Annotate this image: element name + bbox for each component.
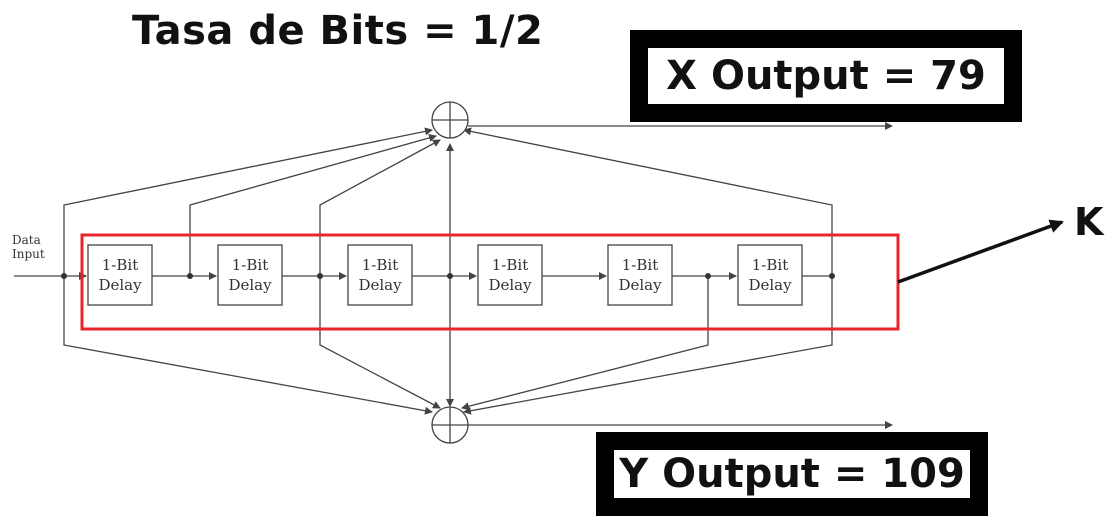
delay-label-top: 1-Bit	[622, 256, 658, 274]
delay-label-top: 1-Bit	[362, 256, 398, 274]
k-arrow	[897, 219, 1064, 284]
xor-bottom	[431, 406, 469, 444]
delay-label-bottom: Delay	[748, 276, 792, 294]
delay-box-6: 1-Bit Delay	[737, 244, 803, 306]
x-output-box: X Output = 79	[630, 30, 1022, 122]
y-output-box: Y Output = 109	[596, 432, 988, 516]
delay-box-4: 1-Bit Delay	[477, 244, 543, 306]
delay-label-bottom: Delay	[98, 276, 142, 294]
delay-label-bottom: Delay	[358, 276, 402, 294]
delay-label-bottom: Delay	[488, 276, 532, 294]
delay-label-top: 1-Bit	[102, 256, 138, 274]
delay-label-top: 1-Bit	[492, 256, 528, 274]
delay-box-3: 1-Bit Delay	[347, 244, 413, 306]
k-label: K	[1074, 200, 1104, 244]
xor-top	[431, 101, 469, 139]
delay-label-top: 1-Bit	[752, 256, 788, 274]
delay-box-5: 1-Bit Delay	[607, 244, 673, 306]
encoder-wires	[14, 122, 893, 429]
delay-label-bottom: Delay	[618, 276, 662, 294]
data-input-label-line1: Data	[12, 233, 41, 247]
delay-box-2: 1-Bit Delay	[217, 244, 283, 306]
delay-label-bottom: Delay	[228, 276, 272, 294]
data-input-label-line2: Input	[12, 247, 45, 261]
delay-label-top: 1-Bit	[232, 256, 268, 274]
diagram-title: Tasa de Bits = 1/2	[132, 8, 544, 54]
x-output-label: X Output = 79	[666, 53, 986, 99]
junction-dots	[61, 273, 835, 279]
y-output-label: Y Output = 109	[619, 451, 965, 497]
delay-box-1: 1-Bit Delay	[87, 244, 153, 306]
